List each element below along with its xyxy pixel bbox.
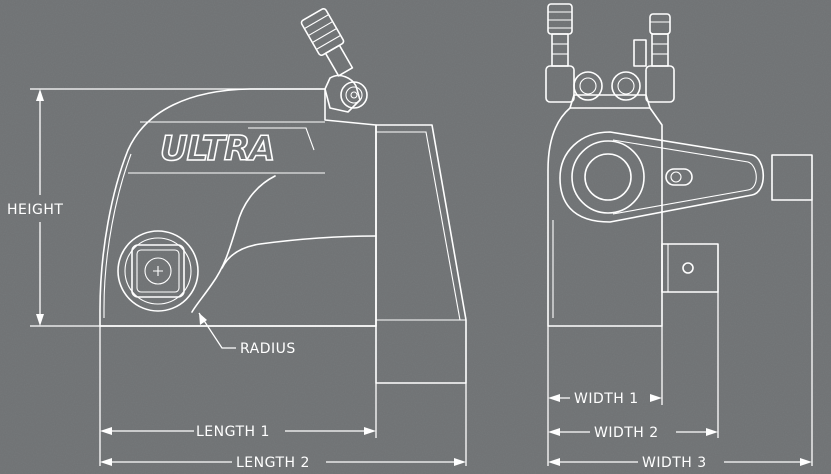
front-middle-fitting [633, 39, 647, 67]
port-left [573, 71, 603, 101]
front-drive-pin-hole [682, 262, 694, 274]
ratchet-lever-inner [612, 139, 757, 215]
lever-slot-pin [670, 171, 682, 183]
width1-arrow-left [548, 394, 560, 402]
width3-arrow-right [800, 458, 812, 466]
front-dimensions: WIDTH 1 WIDTH 2 WIDTH 3 [547, 292, 812, 471]
height-label: HEIGHT [7, 202, 63, 218]
lever-slot [665, 168, 693, 186]
height-arrow-top [36, 89, 44, 101]
logo-swoosh [248, 127, 315, 151]
height-arrow-bottom [36, 314, 44, 326]
lever-hub-outer [571, 140, 645, 214]
port-left-inner [579, 77, 597, 95]
reaction-block-inner [376, 131, 461, 321]
ultra-logo: ULTRA [160, 129, 274, 169]
swivel-round-inner [345, 86, 363, 104]
side-view: ULTRA [99, 7, 467, 384]
drive-boss-outer [117, 230, 199, 312]
front-housing [547, 107, 663, 327]
front-hose-stem-left [551, 33, 569, 67]
side-dimensions: HEIGHT RADIUS LENGTH 1 LENGTH 2 [7, 88, 467, 471]
square-drive-inner [136, 249, 180, 293]
side-arm-lower-contour [221, 235, 377, 269]
square-drive [131, 244, 185, 298]
front-reaction-block [771, 154, 813, 201]
swivel-fitting [300, 7, 368, 113]
width3-arrow-left [548, 458, 560, 466]
port-right-inner [617, 77, 635, 95]
front-fittings [545, 3, 675, 109]
radius-label: RADIUS [240, 341, 296, 357]
hose-stem [324, 44, 354, 77]
length2-arrow-right [454, 458, 466, 466]
length1-arrow-right [364, 427, 376, 435]
radius-arrow [199, 313, 207, 325]
side-body-inner [103, 153, 132, 318]
ratchet-lever [559, 131, 764, 223]
drive-boss-inner [124, 237, 192, 305]
width1-label: WIDTH 1 [574, 391, 639, 407]
swivel-center [350, 91, 358, 99]
length1-arrow-left [100, 427, 112, 435]
radius-leader [198, 312, 236, 349]
swivel-round [340, 81, 368, 109]
length1-label: LENGTH 1 [196, 424, 270, 440]
length2-arrow-left [100, 458, 112, 466]
width2-arrow-left [548, 428, 560, 436]
swivel-body [324, 74, 361, 113]
hose-fitting [300, 7, 354, 77]
center-mark [153, 266, 163, 276]
width2-label: WIDTH 2 [594, 425, 659, 441]
front-view [545, 3, 813, 466]
lever-hub-inner [584, 153, 632, 201]
width3-label: WIDTH 3 [642, 455, 707, 471]
width1-arrow-right [650, 394, 662, 402]
reaction-block [375, 124, 467, 384]
width2-arrow-right [706, 428, 718, 436]
front-drive-square [661, 243, 719, 293]
length2-label: LENGTH 2 [236, 455, 310, 471]
square-drive-hole [144, 257, 172, 285]
side-arm-contour [191, 175, 276, 313]
port-right [611, 71, 641, 101]
front-hose-stem-right [651, 33, 669, 67]
